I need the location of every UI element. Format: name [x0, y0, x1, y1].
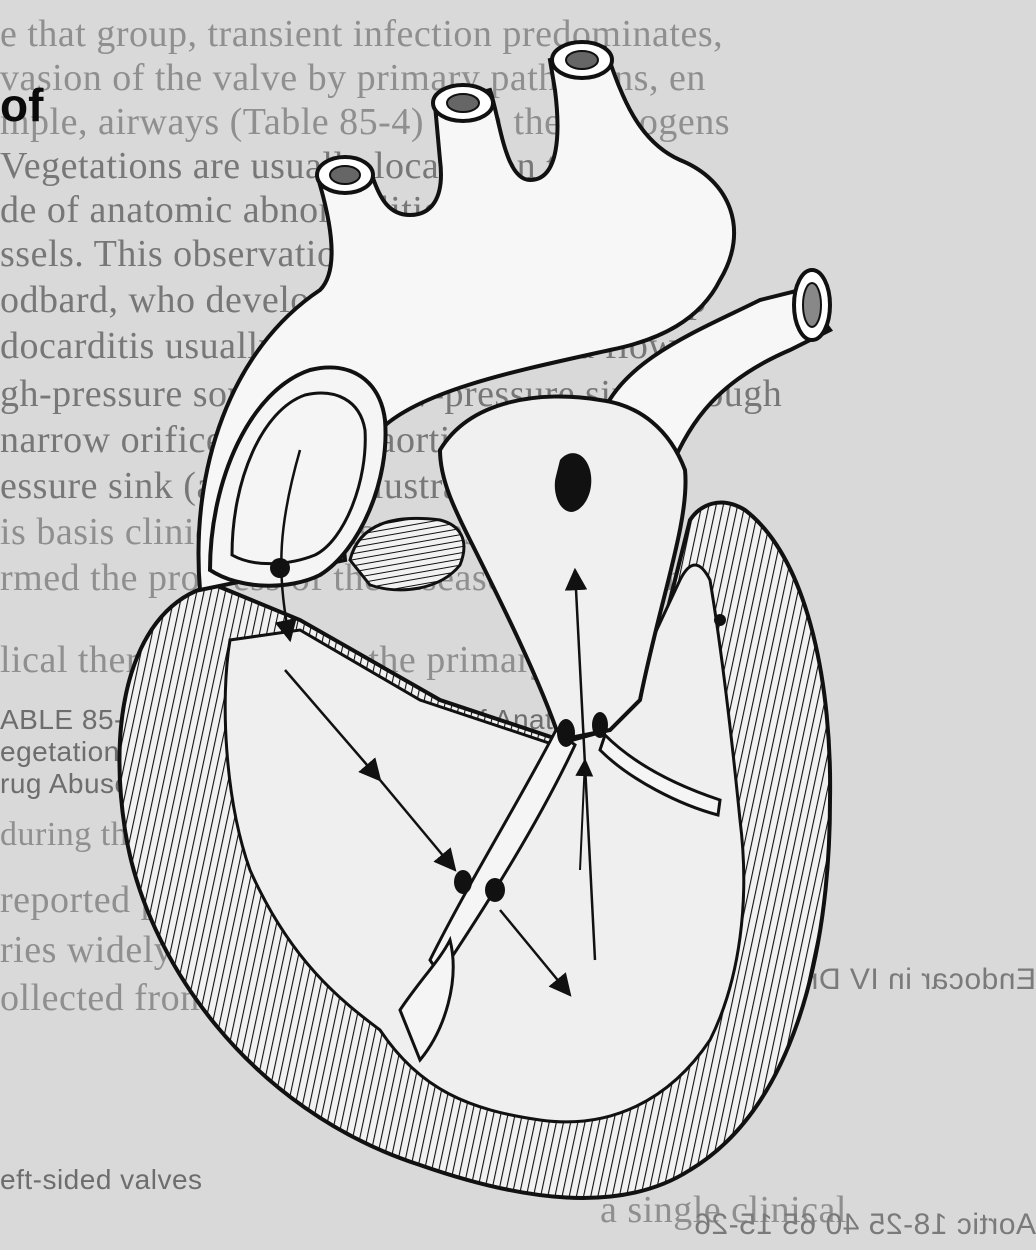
pulmonary-vein-opening-inner [803, 283, 821, 327]
vegetation [557, 719, 575, 747]
vessel-opening-2-inner [447, 94, 479, 112]
vegetation [485, 878, 505, 902]
vessel-opening-1-inner [330, 166, 360, 184]
vessel-opening-3-inner [566, 51, 598, 69]
vegetation [714, 614, 726, 626]
vegetation [270, 558, 290, 578]
vegetation [592, 712, 608, 738]
septum-hatched [350, 518, 464, 589]
vegetation [454, 870, 472, 894]
